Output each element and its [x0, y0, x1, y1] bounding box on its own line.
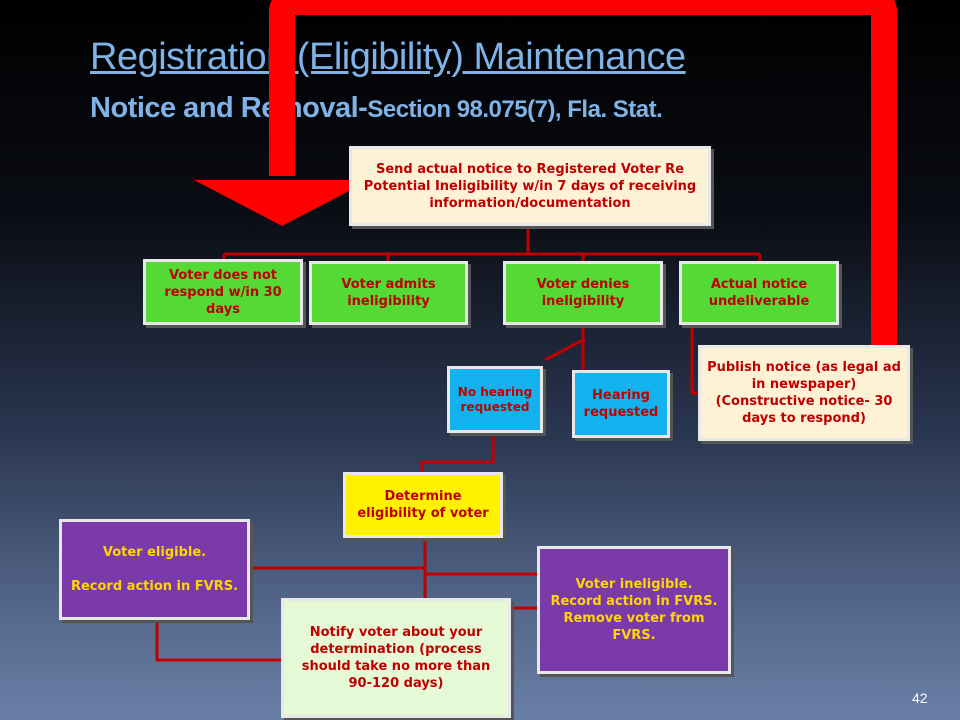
- return-arrow: [269, 0, 897, 345]
- connector-undeliverable-to-publish: [690, 325, 698, 395]
- notify-box: Notify voter about your determination (p…: [281, 598, 511, 718]
- publish-text: Publish notice (as legal ad in newspaper…: [707, 360, 901, 426]
- denies-box: Voter denies ineligibility: [503, 261, 663, 325]
- admits-box: Voter admits ineligibility: [309, 261, 468, 325]
- publish-box: Publish notice (as legal ad in newspaper…: [698, 345, 910, 441]
- connector-no-hearing-to-determine: [420, 433, 495, 472]
- subtitle-citation: Section 98.075(7), Fla. Stat.: [367, 96, 663, 123]
- send-notice-box: Send actual notice to Registered Voter R…: [349, 146, 711, 226]
- eligible-box: Voter eligible. Record action in FVRS.: [59, 519, 250, 620]
- determine-box: Determine eligibility of voter: [343, 472, 503, 538]
- ineligible-text: Voter ineligible. Record action in FVRS.…: [550, 577, 718, 643]
- connector-eligible-to-notify: [155, 620, 283, 662]
- notify-text: Notify voter about your determination (p…: [301, 625, 491, 691]
- undeliverable-box: Actual notice undeliverable: [679, 261, 839, 325]
- send-notice-text: Send actual notice to Registered Voter R…: [363, 161, 697, 211]
- no-response-box: Voter does not respond w/in 30 days: [143, 259, 303, 325]
- subtitle-main: Notice and Removal-: [90, 92, 368, 124]
- denies-text: Voter denies ineligibility: [536, 277, 630, 309]
- ineligible-box: Voter ineligible. Record action in FVRS.…: [537, 546, 731, 674]
- hearing-box: Hearing requested: [572, 370, 670, 438]
- no-response-text: Voter does not respond w/in 30 days: [164, 267, 282, 317]
- no-hearing-text: No hearing requested: [457, 384, 533, 414]
- no-hearing-box: No hearing requested: [447, 366, 543, 433]
- slide-title: Registration (Eligibility) Maintenance: [90, 36, 686, 78]
- connector-denies-to-no-hearing: [544, 325, 585, 362]
- hearing-text: Hearing requested: [583, 388, 659, 420]
- admits-text: Voter admits ineligibility: [341, 277, 436, 309]
- page-number: 42: [912, 690, 928, 706]
- determine-text: Determine eligibility of voter: [357, 489, 489, 521]
- slide-subtitle: Notice and Removal-Section 98.075(7), Fl…: [90, 92, 663, 125]
- return-arrow-head: [194, 180, 370, 226]
- eligible-text: Voter eligible. Record action in FVRS.: [70, 545, 239, 594]
- undeliverable-text: Actual notice undeliverable: [708, 277, 810, 309]
